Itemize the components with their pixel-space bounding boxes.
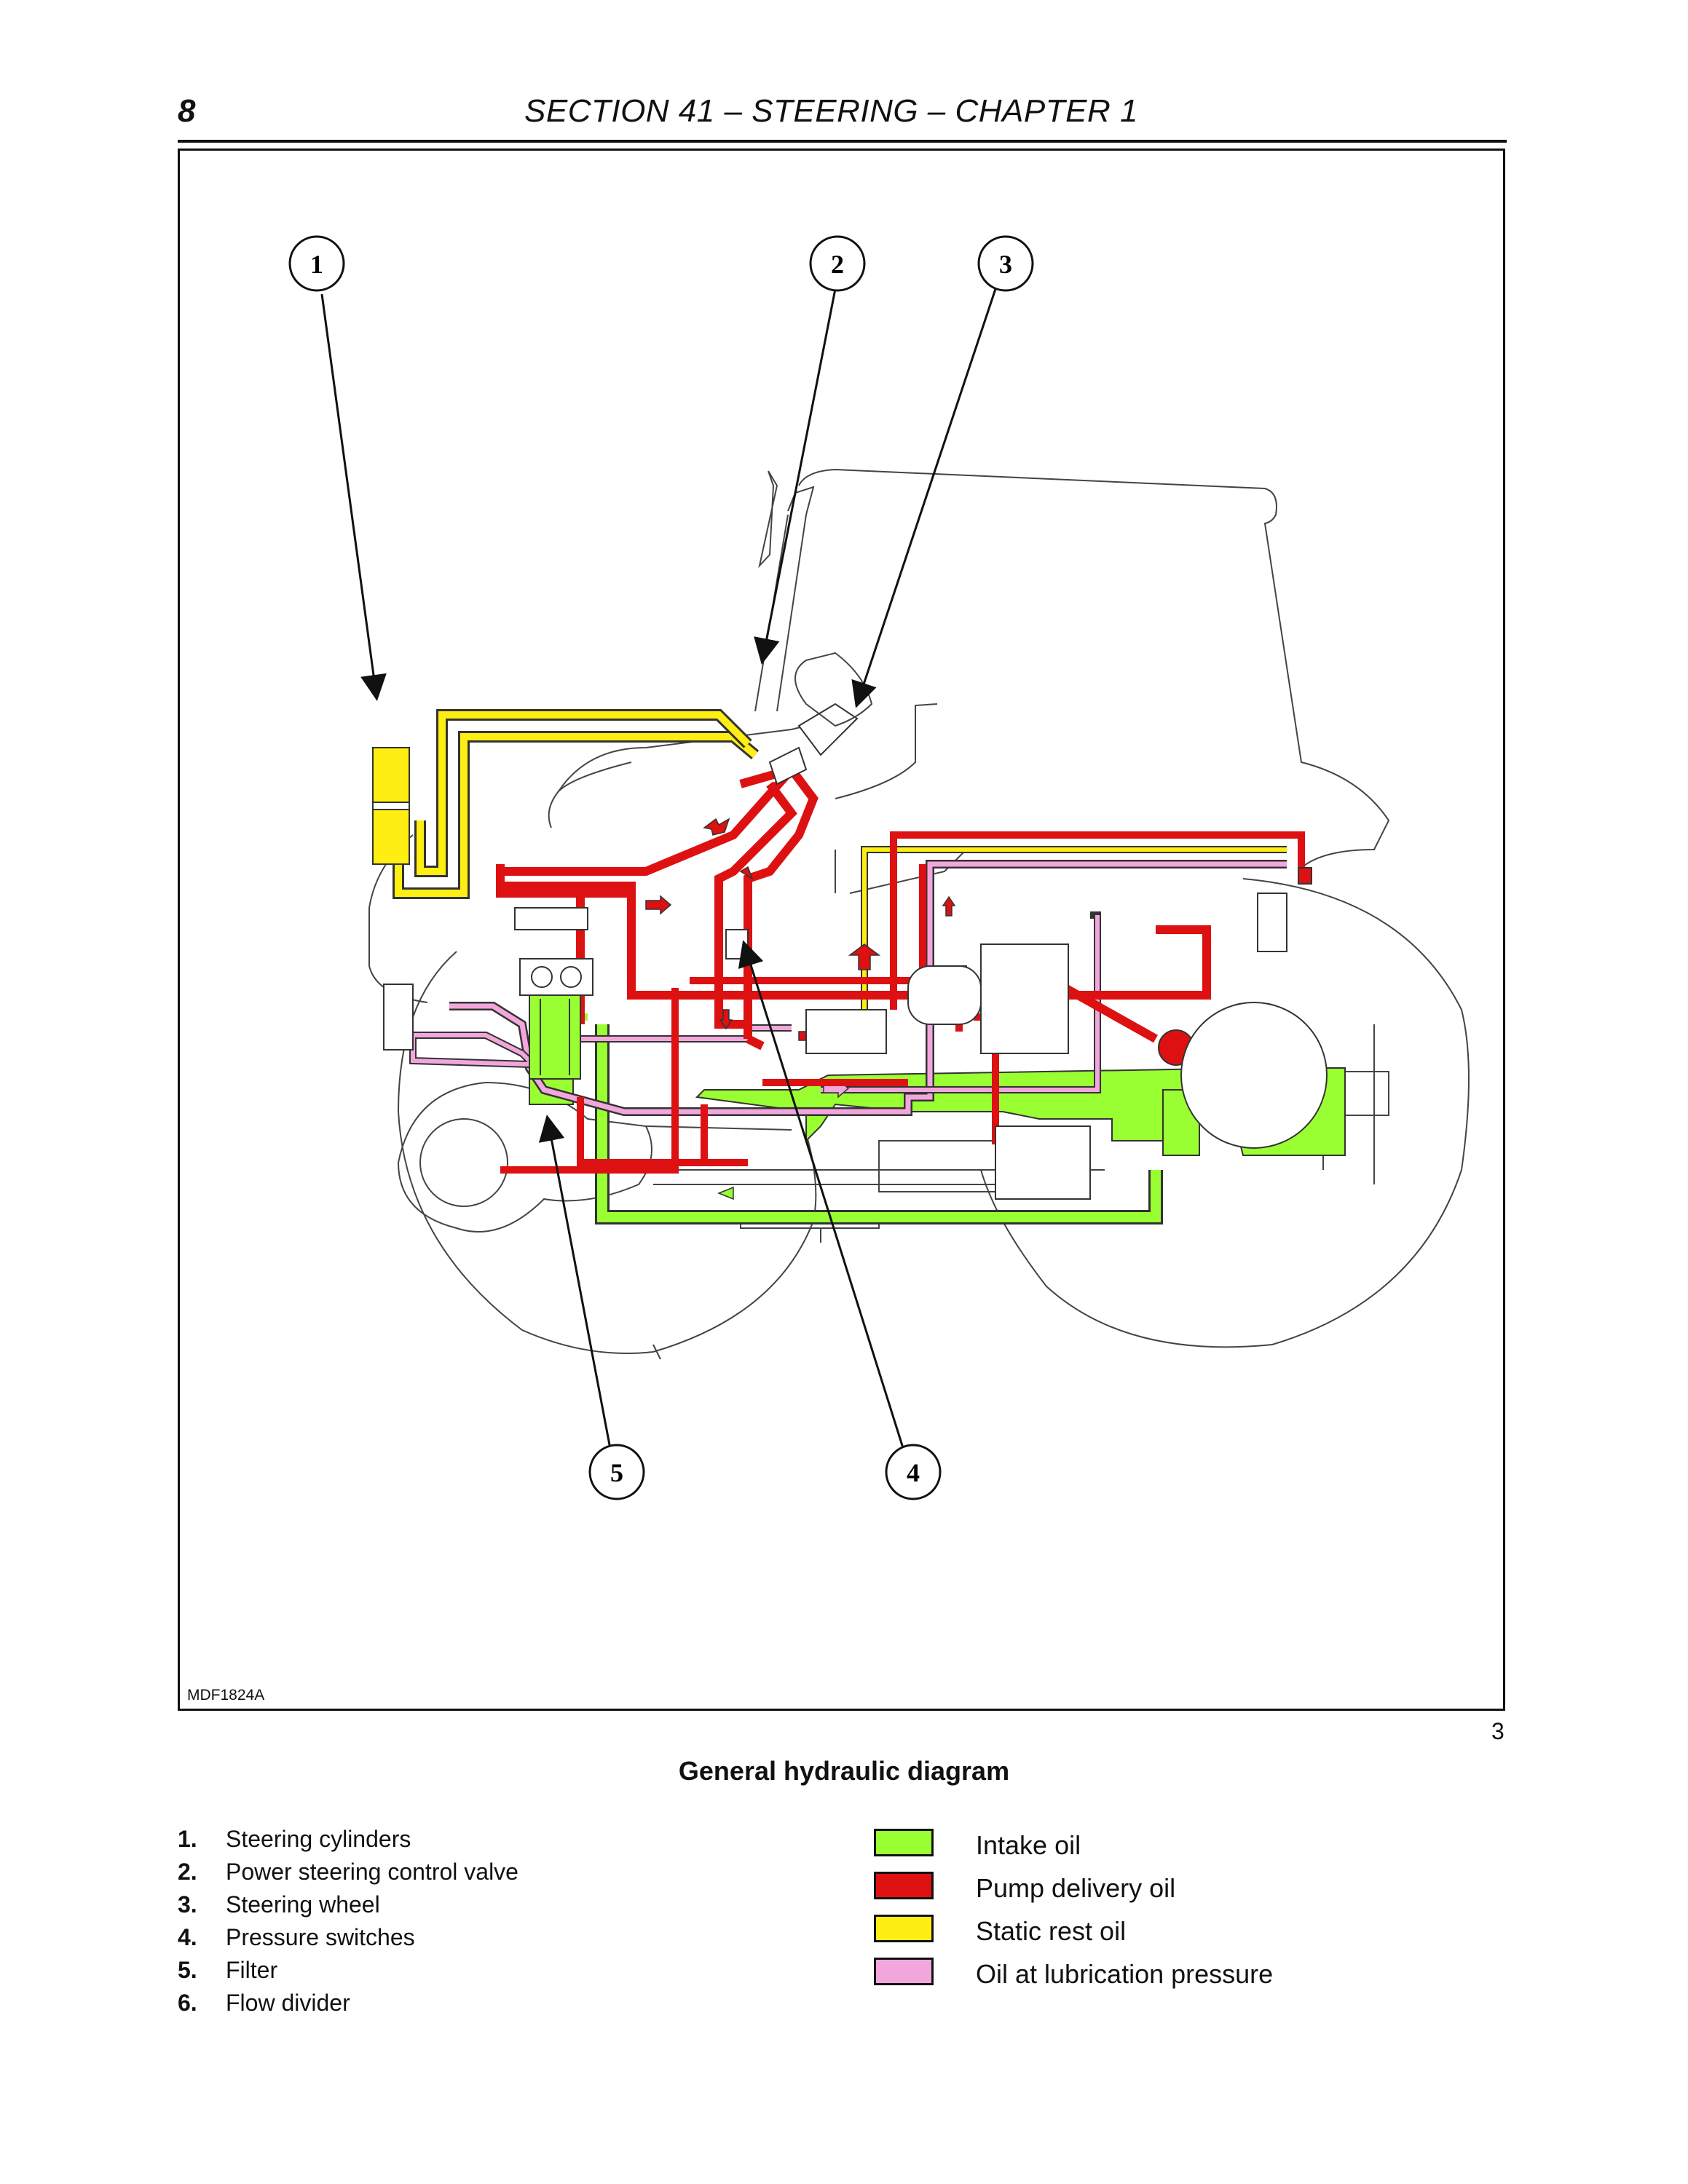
legend-item: 6. Flow divider — [178, 1987, 518, 2019]
legend-item-number: 4. — [178, 1924, 197, 1950]
legend-item-number: 3. — [178, 1891, 197, 1918]
callout-2-label: 2 — [831, 250, 844, 279]
callout-5: 5 — [588, 1444, 645, 1500]
callout-1-label: 1 — [310, 250, 323, 279]
cooler — [383, 984, 414, 1051]
legend-item-label: Steering cylinders — [226, 1826, 411, 1852]
legend-item-label: Flow divider — [226, 1990, 350, 2016]
parts-legend: 1. Steering cylinders 2. Power steering co… — [178, 1823, 518, 2019]
color-swatch-intake — [874, 1829, 934, 1856]
callout-1: 1 — [288, 235, 345, 292]
legend-item: 2. Power steering control valve — [178, 1856, 518, 1888]
legend-item: 1. Steering cylinders — [178, 1823, 518, 1856]
callout-5-label: 5 — [610, 1458, 623, 1487]
callout-3: 3 — [977, 235, 1034, 292]
pto-block — [1257, 893, 1287, 952]
callout-4: 4 — [885, 1444, 942, 1500]
reservoir — [995, 1125, 1091, 1200]
pressure-switch-block — [805, 1009, 887, 1054]
legend-item-number: 6. — [178, 1990, 197, 2016]
header-rule — [178, 140, 1507, 143]
color-label-lubrication: Oil at lubrication pressure — [976, 1959, 1274, 1989]
legend-item-number: 2. — [178, 1859, 197, 1885]
legend-item: 3. Steering wheel — [178, 1888, 518, 1921]
color-swatch-lubrication — [874, 1958, 934, 1985]
valve-top — [514, 907, 588, 930]
callout-4-label: 4 — [907, 1458, 920, 1487]
pump-gear — [907, 965, 982, 1025]
color-label-static-rest: Static rest oil — [976, 1916, 1127, 1946]
legend-item-label: Pressure switches — [226, 1924, 415, 1950]
figure-caption: General hydraulic diagram — [678, 1756, 1010, 1786]
color-swatch-static-rest — [874, 1915, 934, 1942]
steering-wheel-shape — [794, 652, 873, 727]
callout-3-label: 3 — [999, 250, 1012, 279]
components — [383, 703, 1328, 1200]
figure-number: 3 — [1491, 1718, 1504, 1744]
page-number: 8 — [178, 93, 196, 129]
legend-item: 4. Pressure switches — [178, 1921, 518, 1954]
leader-lines — [320, 288, 997, 1465]
figure-code: MDF1824A — [187, 1687, 265, 1704]
legend-item-label: Filter — [226, 1957, 278, 1983]
steering-column-base — [797, 703, 859, 756]
legend-item-number: 1. — [178, 1826, 197, 1852]
legend-item-number: 5. — [178, 1957, 197, 1983]
callout-2: 2 — [809, 235, 866, 292]
color-swatch-pump-delivery — [874, 1872, 934, 1899]
diagram-frame: 1 2 3 4 5 MDF1824A — [178, 149, 1505, 1711]
rear-axle-housing — [1180, 1002, 1328, 1149]
color-label-pump-delivery: Pump delivery oil — [976, 1873, 1176, 1903]
color-label-intake: Intake oil — [976, 1830, 1081, 1860]
legend-item-label: Power steering control valve — [226, 1859, 518, 1885]
legend-item: 5. Filter — [178, 1954, 518, 1987]
pump — [980, 943, 1069, 1054]
section-title: SECTION 41 – STEERING – CHAPTER 1 — [524, 93, 1138, 129]
filter-body — [529, 994, 581, 1080]
hydraulic-diagram: 1 2 3 4 5 — [288, 235, 1470, 1500]
legend-item-label: Steering wheel — [226, 1891, 380, 1918]
